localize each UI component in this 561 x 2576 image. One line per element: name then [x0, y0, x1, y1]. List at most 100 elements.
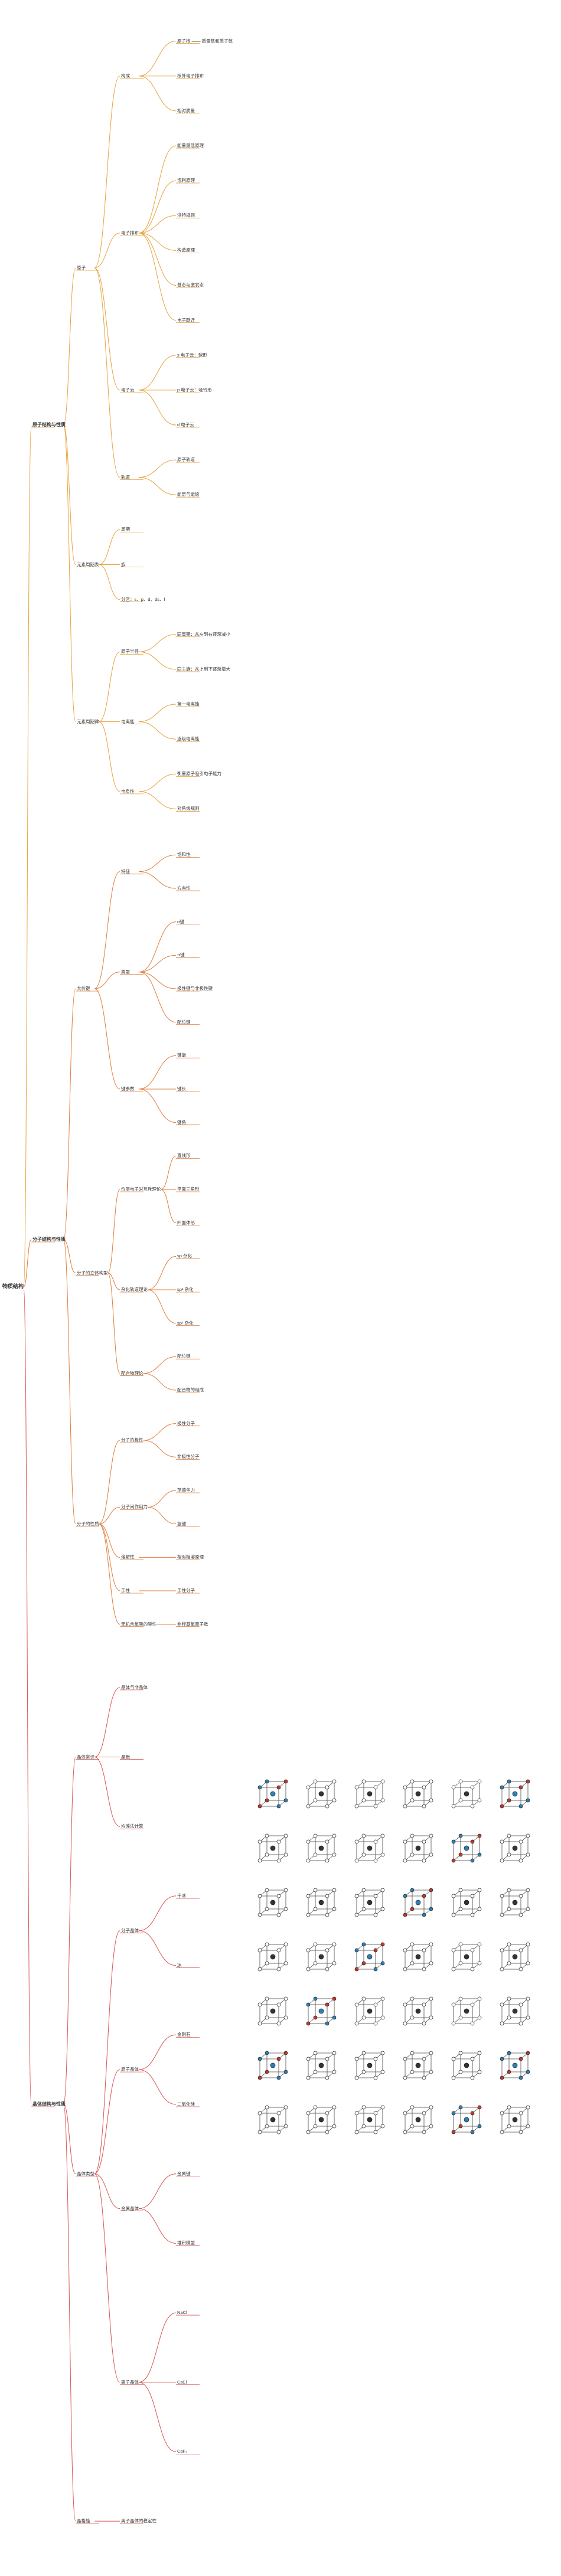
branch-line — [147, 1256, 177, 1290]
lattice-figure — [451, 1942, 482, 1972]
node-depth-4: sp³ 杂化 — [177, 1320, 194, 1326]
node-depth-4: 能量最低原理 — [177, 142, 204, 148]
branch-line — [138, 634, 177, 652]
branch-line — [94, 2173, 120, 2383]
node-depth-2: 晶体常识 — [77, 1754, 94, 1760]
node-depth-4: 堆积模型 — [177, 2240, 195, 2246]
branch-line — [147, 1490, 177, 1508]
node-depth-4: 键角 — [177, 1119, 186, 1125]
node-depth-2: 晶格能 — [77, 2518, 90, 2524]
node-depth-3: 类型 — [121, 969, 130, 975]
node-depth-4: 四面体形 — [177, 1220, 195, 1225]
branch-line — [99, 529, 120, 565]
branch-line — [23, 1286, 32, 2105]
node-depth-3: 电负性 — [121, 788, 135, 794]
node-depth-3: 金属晶体 — [121, 2205, 139, 2211]
node-depth-2: 元素周期律 — [77, 718, 99, 724]
lattice-figure — [257, 1888, 288, 1917]
node-depth-4: 基态与激发态 — [177, 282, 204, 288]
branch-line — [138, 2312, 177, 2383]
branch-line — [138, 233, 177, 251]
branch-line — [138, 1055, 177, 1090]
branch-line — [138, 390, 177, 426]
branch-line — [138, 233, 177, 286]
node-depth-4: 直线形 — [177, 1153, 191, 1159]
branch-line — [138, 773, 177, 792]
branch-line — [143, 1440, 177, 1457]
node-depth-3: 晶体与非晶体 — [121, 1684, 148, 1690]
lattice-figure — [403, 1942, 433, 1972]
node-depth-4: s 电子云：球形 — [177, 352, 207, 358]
lattice-figure — [354, 1779, 385, 1809]
node-depth-4: 第一电离能 — [177, 701, 200, 707]
lattice-figure — [500, 2051, 530, 2080]
node-depth-2: 原子 — [77, 264, 86, 270]
branch-line — [94, 2173, 120, 2209]
lattice-figure — [403, 2105, 433, 2134]
node-depth-2: 共价键 — [77, 986, 90, 991]
branch-line — [107, 1273, 120, 1374]
branch-line — [138, 721, 177, 740]
branch-line — [138, 2069, 177, 2105]
branch-line — [138, 871, 177, 889]
node-depth-4: 构造原理 — [177, 247, 195, 253]
node-depth-4: CsCl — [177, 2379, 187, 2385]
branch-line — [147, 1289, 177, 1324]
branch-line — [147, 1506, 177, 1525]
node-depth-4: 饱和性 — [177, 852, 191, 858]
node-depth-4: 原子轨道 — [177, 457, 195, 463]
node-depth-4: 冰 — [177, 1962, 182, 1968]
lattice-figure — [306, 1888, 337, 1917]
node-depth-4: 非羟基氧原子数 — [177, 1621, 208, 1627]
branch-line — [23, 424, 32, 1287]
branch-line — [138, 972, 177, 989]
lattice-figure — [500, 1996, 530, 2026]
node-depth-4: 对角线规则 — [177, 806, 200, 812]
node-depth-3: 晶胞 — [121, 1754, 130, 1760]
node-depth-4: CaF₂ — [177, 2448, 188, 2454]
lattice-figure — [451, 2051, 482, 2080]
node-depth-3: 溶解性 — [121, 1554, 135, 1560]
root-node: 物质结构 — [2, 1283, 24, 1289]
node-depth-3: 周期 — [121, 527, 130, 532]
branch-line — [138, 2382, 177, 2452]
node-depth-3: 分子间作用力 — [121, 1504, 148, 1510]
lattice-figure — [306, 1779, 337, 1809]
branch-line — [99, 1524, 120, 1558]
branch-line — [63, 1757, 76, 2105]
branch-line — [138, 2034, 177, 2070]
lattice-figure — [500, 1833, 530, 1863]
branch-line — [138, 651, 177, 670]
node-depth-4: 配位键 — [177, 1019, 191, 1025]
branch-line — [138, 791, 177, 809]
lattice-figure — [354, 1888, 385, 1917]
branch-line — [63, 2104, 76, 2522]
branch-line — [143, 1423, 177, 1441]
branch-line — [138, 972, 177, 1023]
node-depth-3: 价层电子对互斥理论 — [121, 1186, 161, 1192]
branch-line — [138, 921, 177, 973]
branch-line — [63, 424, 76, 723]
node-depth-3: 杂化轨道理论 — [121, 1287, 148, 1292]
branch-line — [143, 1373, 177, 1391]
lattice-figure — [306, 1996, 337, 2026]
branch-line — [138, 477, 177, 495]
branch-line — [94, 2069, 120, 2175]
lattice-figure — [403, 1996, 433, 2026]
node-depth-4: 非极性分子 — [177, 1454, 200, 1460]
branch-line — [94, 972, 120, 989]
lattice-figure — [451, 1833, 482, 1863]
node-depth-3: 分子晶体 — [121, 1927, 139, 1933]
node-depth-3: 特征 — [121, 868, 130, 874]
lattice-figure — [257, 1942, 288, 1972]
branch-line — [138, 180, 177, 234]
node-depth-4: 氢键 — [177, 1521, 186, 1526]
lattice-figure — [306, 1833, 337, 1863]
node-depth-4: 配位键 — [177, 1354, 191, 1359]
branch-line — [99, 1440, 120, 1525]
node-depth-4: 平面三角形 — [177, 1186, 200, 1192]
lattice-figure — [354, 1996, 385, 2026]
lattice-figure — [257, 1996, 288, 2026]
branch-line — [138, 355, 177, 391]
node-depth-4: 范德华力 — [177, 1488, 195, 1493]
